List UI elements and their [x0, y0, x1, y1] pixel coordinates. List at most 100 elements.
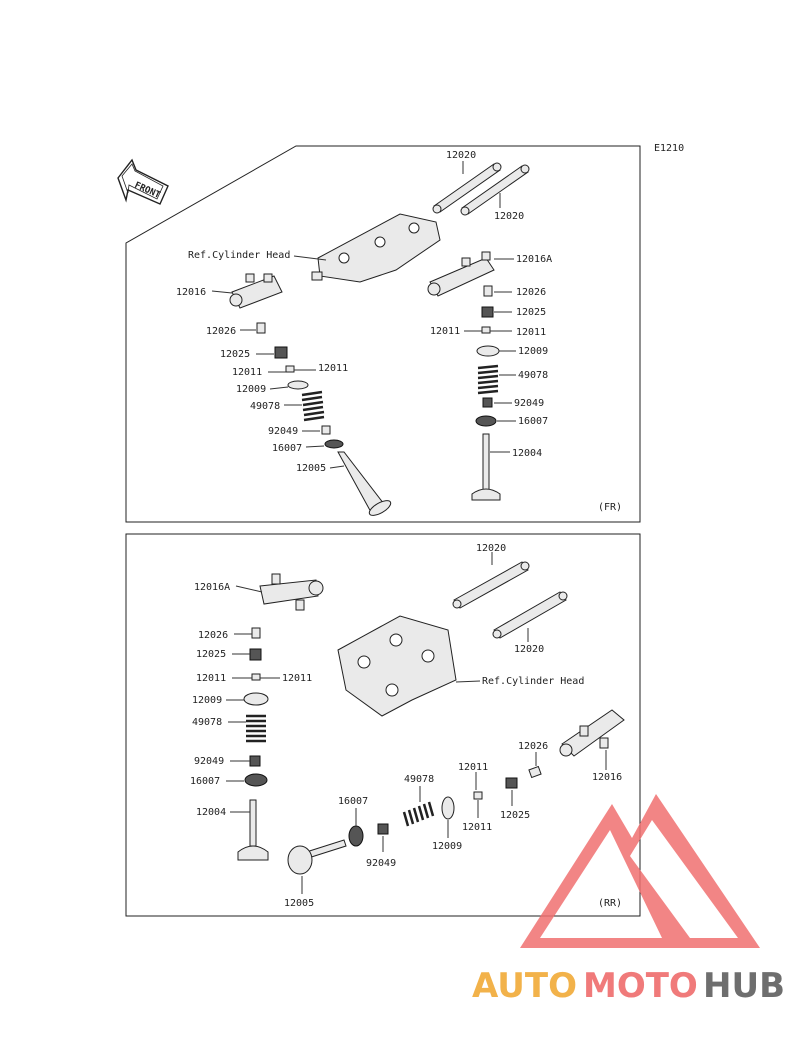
rocker-arm-rr-left: [259, 573, 324, 611]
watermark-logo-icon: [520, 794, 760, 948]
label-fr-seat-left: 16007: [272, 443, 302, 454]
label-fr-rocker-left: 12016: [176, 287, 206, 298]
nut-rr-left: [249, 648, 262, 661]
retainer-rr-left: [243, 692, 269, 706]
spring-rr-bottom: [402, 801, 435, 827]
label-fr-adjuster-left: 12026: [206, 326, 236, 337]
camshaft-rr-a: [452, 561, 530, 609]
label-rr-seat-left: 16007: [190, 776, 220, 787]
label-rr-adjuster-right: 12026: [518, 741, 548, 752]
adjuster-fr-left: [256, 322, 266, 334]
spring-rr-left: [246, 714, 266, 743]
label-fr-camshaft-a: 12020: [446, 150, 476, 161]
adjuster-fr-right: [483, 285, 493, 297]
watermark-part2: MOTO: [583, 966, 698, 1006]
nut-fr-left: [274, 346, 288, 359]
nut-fr-right: [481, 306, 494, 318]
retainer-fr-left: [287, 380, 309, 390]
label-rr-adjuster-left: 12026: [198, 630, 228, 641]
panel-front-cylinder: 12020 12020 Ref.Cylinder Head 12016 1202…: [125, 145, 641, 523]
label-fr-spring-right: 49078: [518, 370, 548, 381]
seat-fr-right: [475, 415, 497, 427]
seat-rr-bottom: [348, 825, 364, 847]
label-fr-seal-right: 92049: [514, 398, 544, 409]
label-fr-spring-left: 49078: [250, 401, 280, 412]
front-arrow-icon: FRONT: [117, 158, 169, 205]
label-rr-ref-cylinder-head: Ref.Cylinder Head: [482, 676, 584, 687]
rocker-arm-rr-right: [559, 709, 625, 757]
label-fr-ref-cylinder-head: Ref.Cylinder Head: [188, 250, 290, 261]
label-rr-seal-left: 92049: [194, 756, 224, 767]
label-fr-camshaft-b: 12020: [494, 211, 524, 222]
label-rr-spring-bottom: 49078: [404, 774, 434, 785]
label-rr-spring-left: 49078: [192, 717, 222, 728]
camshaft-rr-b: [492, 591, 568, 639]
panel-fr-frame: [125, 145, 641, 523]
label-rr-keeper-right-a: 12011: [458, 762, 488, 773]
label-rr-nut-left: 12025: [196, 649, 226, 660]
diagram-code: E1210: [654, 143, 684, 154]
label-fr-rocker-right: 12016A: [516, 254, 552, 265]
label-rr-camshaft-a: 12020: [476, 543, 506, 554]
label-fr-keeper-left-a: 12011: [232, 367, 262, 378]
retainer-fr-right: [476, 345, 500, 357]
label-fr-retainer-left: 12009: [236, 384, 266, 395]
rocker-arm-fr-left: [229, 273, 283, 309]
label-rr-valve-left: 12004: [196, 807, 226, 818]
camshaft-fr-b: [460, 164, 530, 216]
label-rr-camshaft-b: 12020: [514, 644, 544, 655]
label-rr-rocker-left: 12016A: [194, 582, 230, 593]
rocker-arm-fr-right: [427, 251, 495, 297]
adjuster-rr-left: [251, 627, 261, 639]
keeper-rr-right: [473, 791, 483, 800]
nut-rr-right: [505, 777, 518, 789]
label-rr-seal-bottom: 92049: [366, 858, 396, 869]
valve-fr-left: [337, 451, 392, 516]
spring-fr-right: [477, 364, 499, 395]
label-fr-adjuster-right: 12026: [516, 287, 546, 298]
seal-rr-left: [249, 755, 261, 767]
seat-fr-left: [324, 439, 344, 449]
label-rr-valve-bottom: 12005: [284, 898, 314, 909]
panel-rr-frame: [125, 533, 641, 917]
watermark-part3: HUB: [703, 966, 785, 1006]
label-fr-nut-right: 12025: [516, 307, 546, 318]
adjuster-rr-right: [528, 765, 542, 779]
keeper-fr-left: [285, 365, 295, 373]
label-rr-seat-bottom: 16007: [338, 796, 368, 807]
label-fr-keeper-right-b: 12011: [516, 327, 546, 338]
panel-rear-cylinder: 12020 12020 Ref.Cylinder Head 12016A 120…: [125, 533, 641, 917]
label-fr-valve-right: 12004: [512, 448, 542, 459]
cylinder-head-rr: [337, 615, 457, 717]
label-fr-seal-left: 92049: [268, 426, 298, 437]
label-rr-retainer-bottom: 12009: [432, 841, 462, 852]
valve-rr-bottom: [287, 839, 347, 875]
label-fr-valve-left: 12005: [296, 463, 326, 474]
label-fr-retainer-right: 12009: [518, 346, 548, 357]
keeper-fr-right: [481, 326, 491, 334]
retainer-rr-bottom: [441, 796, 455, 820]
seal-rr-bottom: [377, 823, 389, 835]
label-rr-keeper-left-a: 12011: [196, 673, 226, 684]
label-rr-keeper-right-b: 12011: [462, 822, 492, 833]
panel-fr-tag: (FR): [598, 502, 622, 513]
valve-rr-left: [237, 799, 269, 861]
label-fr-nut-left: 12025: [220, 349, 250, 360]
seat-rr-left: [244, 773, 268, 787]
label-fr-keeper-right-a: 12011: [430, 326, 460, 337]
label-rr-nut-right: 12025: [500, 810, 530, 821]
cylinder-head-fr: [311, 213, 441, 283]
seal-fr-left: [321, 425, 331, 435]
label-rr-retainer-left: 12009: [192, 695, 222, 706]
watermark-part1: AUTO: [472, 966, 577, 1006]
label-rr-keeper-left-b: 12011: [282, 673, 312, 684]
valve-fr-right: [471, 433, 501, 501]
keeper-rr-left: [251, 673, 261, 681]
spring-fr-left: [301, 390, 325, 422]
label-rr-rocker-right: 12016: [592, 772, 622, 783]
label-fr-keeper-left-b: 12011: [318, 363, 348, 374]
label-fr-seat-right: 16007: [518, 416, 548, 427]
panel-rr-tag: (RR): [598, 898, 622, 909]
